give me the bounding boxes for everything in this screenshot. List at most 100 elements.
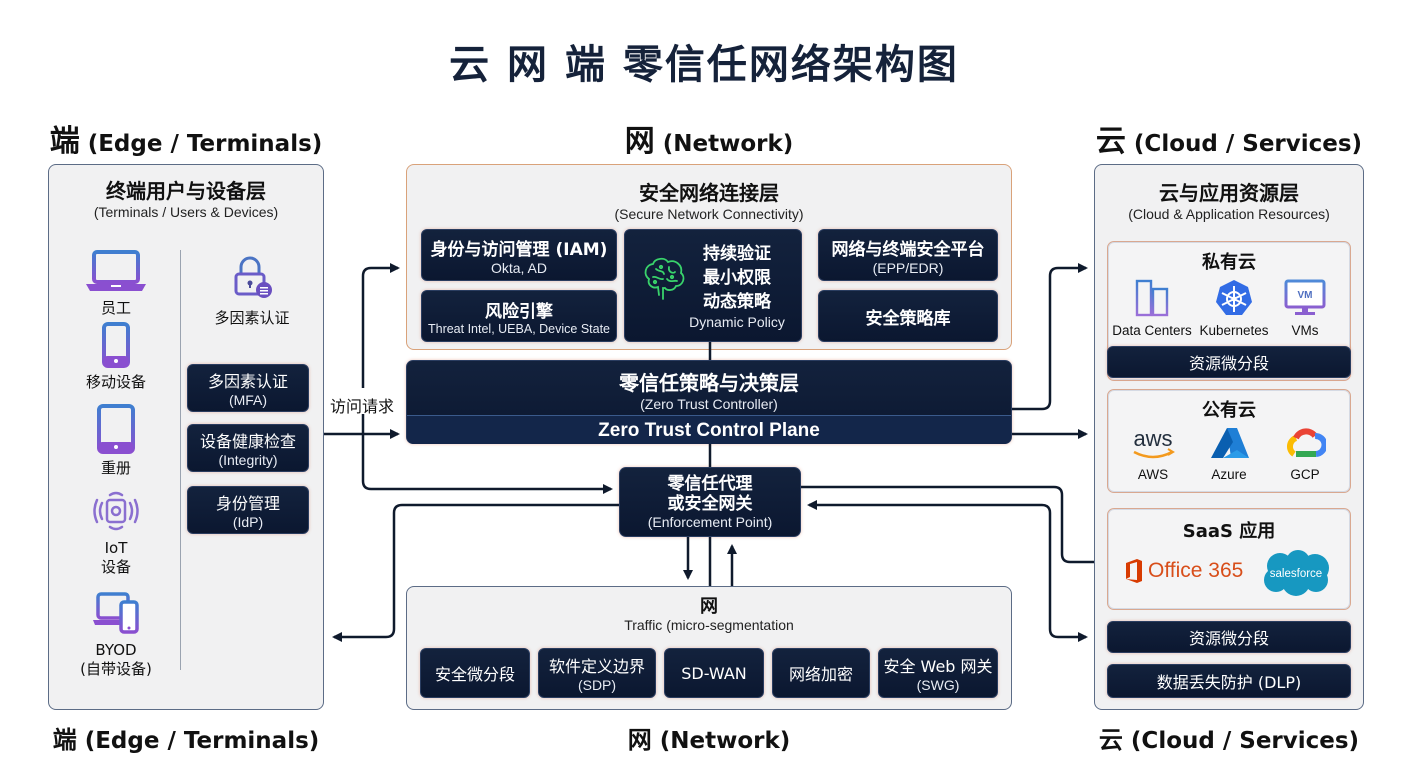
edge-panel-subtitle: (Terminals / Users & Devices) — [93, 204, 279, 220]
network-column-footer: 网(Network) — [406, 720, 1012, 755]
traffic-panel-subtitle: Traffic (micro-segmentation — [624, 617, 794, 633]
net-item-sdwan[interactable]: SD-WAN — [664, 648, 764, 698]
cloud-footer-en: (Cloud / Services) — [1130, 728, 1360, 754]
public-item-azure: Azure — [1194, 426, 1264, 482]
public-item-gcp: GCP — [1270, 426, 1340, 482]
policy-line: 动态策略 — [702, 291, 771, 312]
enforcement-subtitle: (Enforcement Point) — [647, 514, 773, 530]
net-item-swg[interactable]: 安全 Web 网关 (SWG) — [878, 648, 998, 698]
risk-engine-subtitle: Threat Intel, UEBA, Device State — [427, 321, 611, 336]
cloud-header-en: (Cloud / Services) — [1133, 131, 1363, 157]
cloud-column-footer: 云 (Cloud / Services) — [1094, 720, 1364, 755]
resource-microseg-label: 资源微分段 — [1188, 629, 1269, 648]
cloud-footer-zh: 云 — [1098, 726, 1123, 754]
auth-box-mfa[interactable]: 多因素认证 (MFA) — [187, 364, 309, 412]
device-label-line2: (自带设备) — [80, 659, 152, 678]
iam-box[interactable]: 身份与访问管理 (IAM) Okta, AD — [421, 229, 617, 281]
saas-title: SaaS 应用 — [1182, 521, 1276, 542]
azure-logo-icon — [1211, 428, 1249, 458]
policy-library-title: 安全策略库 — [865, 308, 951, 329]
salesforce-text: salesforce — [1270, 568, 1322, 580]
cloud-panel-subtitle: (Cloud & Application Resources) — [1128, 206, 1330, 222]
secure-network-subtitle: (Secure Network Connectivity) — [614, 206, 804, 222]
device-mobile: 移动设备 — [68, 322, 164, 392]
private-item-label: Data Centers — [1112, 323, 1192, 338]
brain-icon — [644, 257, 685, 300]
diagram-title: 云 网 端 零信任网络架构图 — [449, 42, 959, 88]
enforcement-line1: 零信任代理 — [667, 474, 753, 494]
policy-line: 持续验证 — [702, 243, 771, 264]
network-column-header: 网 (Network) — [406, 116, 1012, 160]
tablet-icon — [97, 404, 135, 454]
salesforce-cloud-icon: salesforce — [1264, 550, 1329, 596]
device-label: 移动设备 — [85, 373, 146, 391]
edge-footer-en: (Edge / Terminals) — [84, 728, 320, 754]
net-item-zh: 软件定义边界 — [548, 657, 645, 676]
aws-logo-icon: aws — [1133, 426, 1175, 459]
office365-text: Office 365 — [1148, 559, 1244, 582]
auth-box-zh: 设备健康检查 — [199, 432, 296, 451]
auth-box-en: (MFA) — [228, 392, 268, 408]
private-microseg-bar[interactable]: 资源微分段 — [1107, 346, 1351, 378]
public-item-label: AWS — [1137, 467, 1169, 482]
public-item-aws: aws AWS — [1118, 426, 1188, 482]
edge-header-en: (Edge / Terminals) — [87, 131, 323, 157]
network-header-en: (Network) — [662, 131, 794, 157]
iam-title: 身份与访问管理 (IAM) — [430, 239, 608, 260]
risk-engine-box[interactable]: 风险引擎 Threat Intel, UEBA, Device State — [421, 290, 617, 342]
net-item-zh: 安全微分段 — [434, 665, 515, 684]
net-item-zh: 安全 Web 网关 — [883, 657, 993, 676]
aws-logo-text: aws — [1133, 426, 1172, 451]
cloud-header-zh: 云 — [1095, 124, 1126, 159]
gcp-logo-icon — [1287, 428, 1328, 457]
epp-title: 网络与终端安全平台 — [831, 239, 985, 260]
net-item-sdp[interactable]: 软件定义边界 (SDP) — [538, 648, 656, 698]
enforcement-point[interactable]: 零信任代理 或安全网关 (Enforcement Point) — [619, 467, 801, 537]
policy-line: 最小权限 — [702, 267, 771, 288]
edge-column-footer: 端 (Edge / Terminals) — [48, 720, 324, 755]
edge-panel-divider — [180, 250, 181, 670]
device-employee: 员工 — [68, 248, 164, 318]
private-cloud-title: 私有云 — [1202, 252, 1256, 273]
zero-trust-control-plane[interactable]: Zero Trust Control Plane — [407, 415, 1011, 444]
auth-box-zh: 身份管理 — [215, 494, 280, 513]
net-item-en: (SWG) — [916, 677, 960, 693]
network-footer-en: (Network) — [659, 728, 791, 754]
iam-subtitle: Okta, AD — [490, 259, 548, 276]
private-item-label: VMs — [1291, 323, 1319, 338]
vm-badge-text: VM — [1298, 290, 1313, 301]
edge-header-zh: 端 — [49, 124, 80, 159]
policy-library-box[interactable]: 安全策略库 — [818, 290, 998, 342]
device-byod: BYOD (自带设备) — [60, 590, 172, 679]
data-center-icon — [1134, 279, 1170, 317]
private-item-datacenters: Data Centers — [1112, 278, 1192, 338]
epp-subtitle: (EPP/EDR) — [872, 259, 944, 276]
arrow-to-private-cloud — [1012, 263, 1088, 411]
arrow-to-resource-microseg — [1041, 503, 1088, 642]
network-header-zh: 网 — [624, 124, 655, 159]
auth-box-idp[interactable]: 身份管理 (IdP) — [187, 486, 309, 534]
byod-devices-icon — [93, 592, 139, 634]
mfa-lock: 多因素认证 — [190, 254, 314, 328]
net-item-micro-segmentation[interactable]: 安全微分段 — [420, 648, 530, 698]
salesforce-logo: salesforce — [1258, 548, 1334, 603]
net-item-zh: SD-WAN — [681, 663, 747, 683]
controller-title: 零信任策略与决策层 — [619, 371, 799, 395]
net-item-encryption[interactable]: 网络加密 — [772, 648, 870, 698]
epp-edr-box[interactable]: 网络与终端安全平台 (EPP/EDR) — [818, 229, 998, 281]
private-item-label: Kubernetes — [1199, 323, 1269, 338]
device-label: 重册 — [100, 459, 131, 477]
public-item-label: GCP — [1290, 467, 1320, 482]
resource-microseg-bar[interactable]: 资源微分段 — [1107, 621, 1351, 653]
edge-panel-title: 终端用户与设备层 — [106, 179, 266, 203]
net-item-zh: 网络加密 — [788, 665, 853, 684]
kubernetes-icon — [1216, 280, 1252, 315]
dlp-bar[interactable]: 数据丢失防护 (DLP) — [1107, 664, 1351, 698]
auth-box-integrity[interactable]: 设备健康检查 (Integrity) — [187, 424, 309, 472]
controller-subtitle: (Zero Trust Controller) — [640, 396, 778, 412]
device-label-line2: 设备 — [100, 557, 131, 576]
access-request-label: 访问请求 — [328, 393, 397, 417]
dynamic-policy-box[interactable]: 持续验证 最小权限 动态策略 Dynamic Policy — [624, 229, 802, 342]
edge-column-header: 端 (Edge / Terminals) — [48, 116, 324, 160]
edge-footer-zh: 端 — [52, 726, 77, 754]
